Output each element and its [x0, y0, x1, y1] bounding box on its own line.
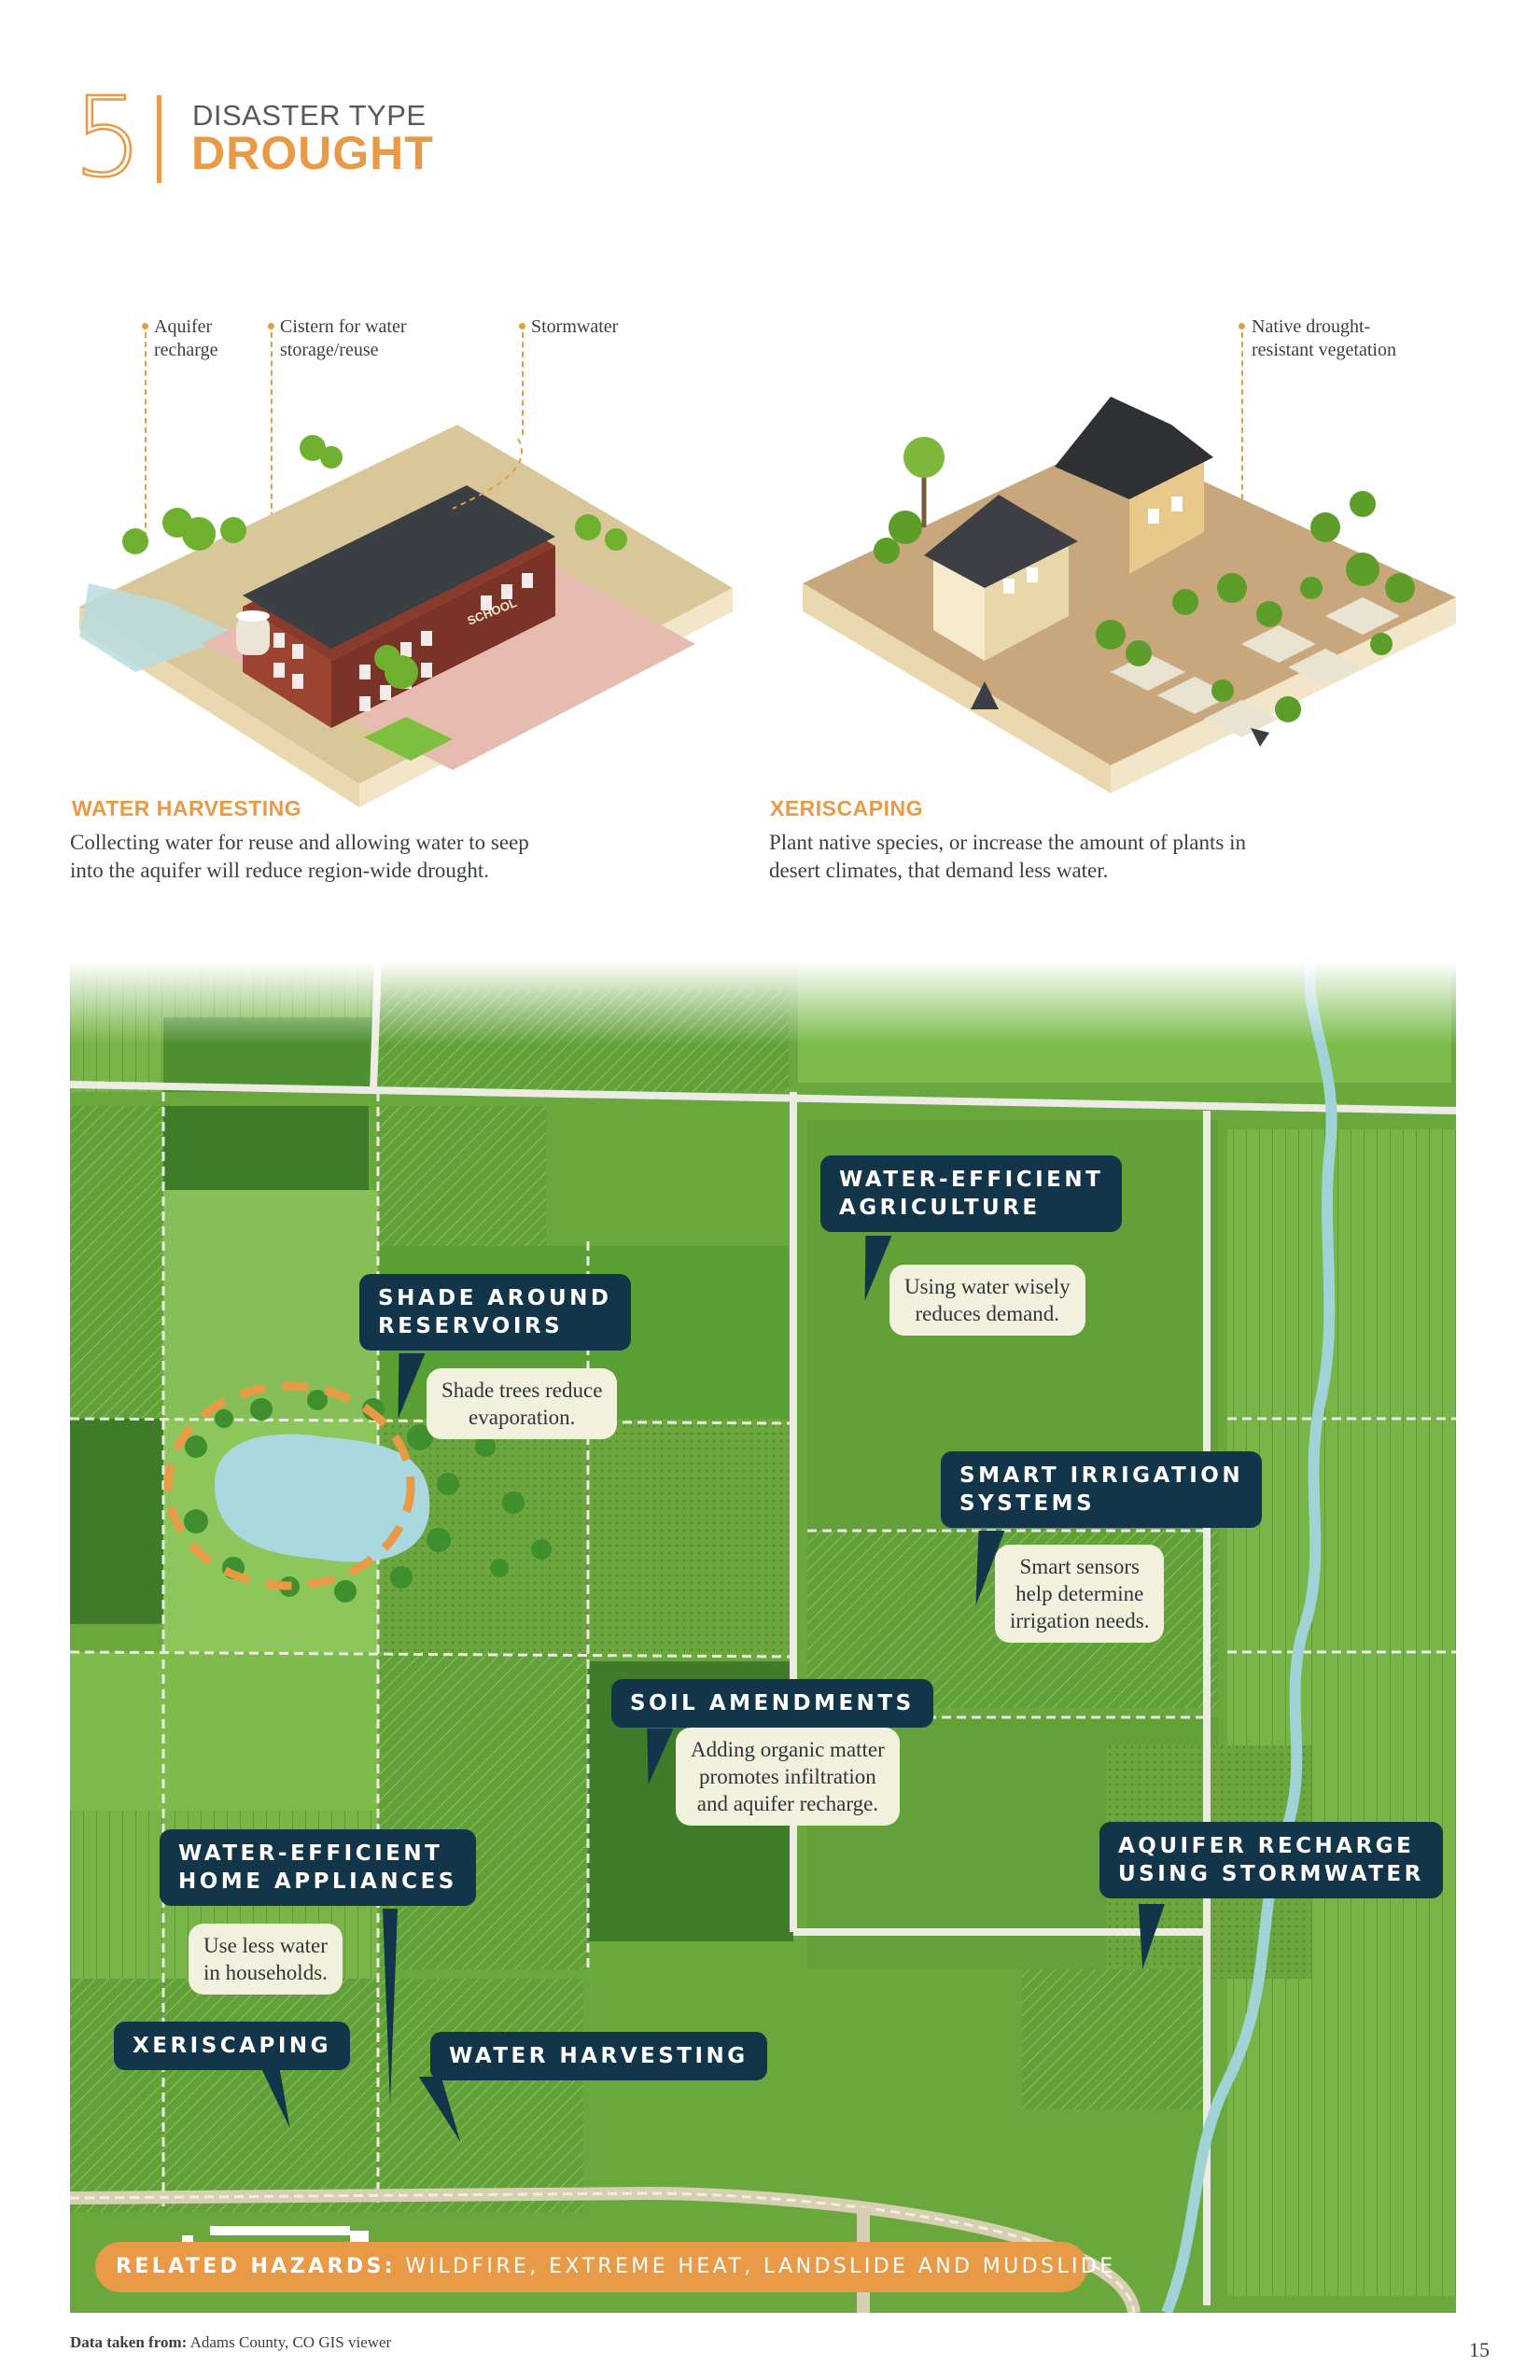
section-number: 5 [72, 73, 145, 202]
tag-water-efficient-agriculture: WATER-EFFICIENT AGRICULTURE [820, 1155, 1123, 1232]
disaster-type-kicker: DISASTER TYPE [192, 99, 427, 132]
callout-leader [1241, 332, 1243, 547]
water-harvesting-label: WATER HARVESTING [72, 796, 302, 820]
callout-leader [271, 332, 273, 575]
callout-leader [145, 332, 147, 538]
xeriscaping-text: Plant native species, or increase the am… [769, 831, 1246, 882]
data-source: Data taken from: Adams County, CO GIS vi… [70, 2333, 391, 2352]
note-smart-irrigation: Smart sensors help determine irrigation … [995, 1545, 1165, 1643]
tag-smart-irrigation: SMART IRRIGATION SYSTEMS [941, 1451, 1263, 1528]
callout-cistern: Cistern for water storage/reuse [280, 316, 407, 360]
tag-shade-around-reservoirs: SHADE AROUND RESERVOIRS [359, 1274, 631, 1351]
callout-dot [519, 323, 525, 329]
page-number: 15 [1469, 2338, 1490, 2361]
note-water-efficient-agriculture: Using water wisely reduces demand. [889, 1265, 1085, 1336]
tag-water-efficient-home-appliances: WATER-EFFICIENT HOME APPLIANCES [160, 1829, 476, 1906]
callout-dot [1239, 323, 1245, 329]
water-harvesting-text: Collecting water for reuse and allowing … [70, 831, 529, 882]
page-title: DROUGHT [191, 127, 434, 179]
note-water-efficient-home-appliances: Use less water in households. [189, 1924, 343, 1995]
callout-stormwater: Stormwater [531, 316, 619, 337]
source-text: Adams County, CO GIS viewer [189, 2333, 392, 2351]
callout-aquifer-recharge: Aquifer recharge [154, 316, 218, 360]
xeriscaping-illustration [803, 397, 1456, 793]
related-hazards-label: RELATED HAZARDS: [116, 2255, 396, 2278]
related-hazards-list: WILDFIRE, EXTREME HEAT, LANDSLIDE AND MU… [405, 2255, 1116, 2278]
water-harvesting-illustration: SCHOOL [79, 425, 733, 807]
source-label: Data taken from: [70, 2333, 188, 2351]
xeriscaping-label: XERISCAPING [770, 796, 923, 820]
tag-pointer [383, 1909, 398, 2105]
header-divider [157, 95, 161, 183]
land-use-map: WATER-EFFICIENT AGRICULTURE Using water … [70, 961, 1456, 2313]
tag-xeriscaping: XERISCAPING [114, 2022, 350, 2070]
note-soil-amendments: Adding organic matter promotes infiltrat… [676, 1728, 900, 1826]
callout-native-vegetation: Native drought- resistant vegetation [1252, 316, 1396, 360]
tag-water-harvesting: WATER HARVESTING [430, 2032, 767, 2080]
callout-leader [522, 332, 524, 435]
callout-dot [142, 323, 148, 329]
callout-dot [268, 323, 274, 329]
tag-soil-amendments: SOIL AMENDMENTS [611, 1679, 933, 1728]
page-header: 5 DISASTER TYPE DROUGHT [72, 81, 726, 194]
note-shade-around-reservoirs: Shade trees reduce evaporation. [427, 1368, 618, 1439]
tag-aquifer-recharge-stormwater: AQUIFER RECHARGE USING STORMWATER [1099, 1822, 1443, 1898]
related-hazards-banner: RELATED HAZARDS: WILDFIRE, EXTREME HEAT,… [95, 2242, 1113, 2292]
